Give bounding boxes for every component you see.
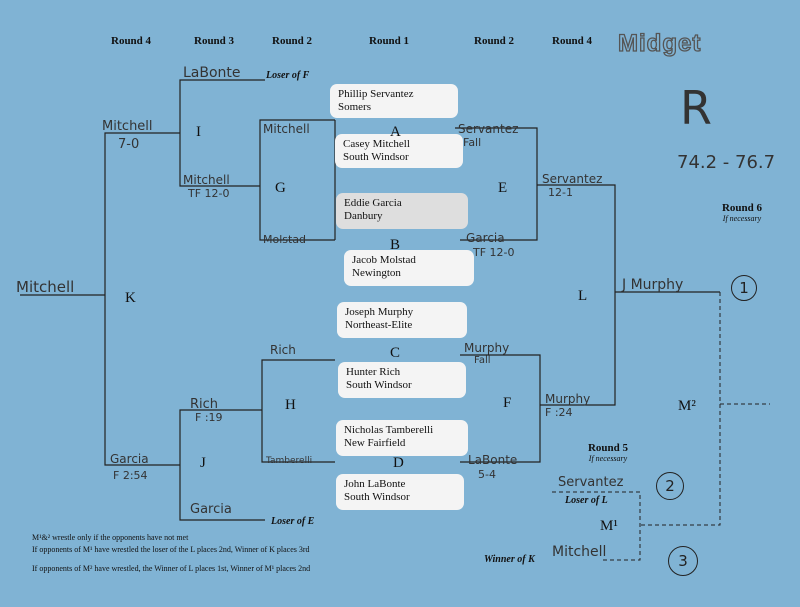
wrestler-team: Somers: [338, 101, 371, 113]
round5-if-necessary: If necessary: [588, 454, 628, 463]
bout-letter-a: A: [390, 124, 401, 140]
wrestler-card: Phillip Servantez Somers: [330, 84, 458, 118]
header-round1: Round 1: [369, 35, 410, 47]
bout-letter-f: F: [503, 395, 512, 411]
handwritten-labonte-top: LaBonte: [183, 65, 241, 81]
handwritten-garcia-j: Garcia: [190, 502, 232, 517]
handwritten-tamberelli: Tamberelli: [266, 456, 313, 466]
round6-note: Round 6 If necessary: [712, 202, 772, 223]
bout-letter-j: J: [200, 455, 206, 471]
handwritten-murphy-l: J Murphy: [622, 277, 684, 293]
handwritten-servantez-r4-score: 12-1: [548, 186, 573, 199]
handwritten-servantez-r2: Servantez: [458, 122, 519, 136]
wrestler-name: Phillip Servantez: [338, 88, 414, 100]
handwritten-servantez-m1: Servantez: [558, 475, 624, 490]
wrestler-name: John LaBonte: [344, 478, 406, 490]
handwritten-garcia-r2: Garcia: [466, 231, 505, 245]
handwritten-labonte-r2-score: 5-4: [478, 468, 496, 481]
handwritten-garcia-r4: Garcia: [110, 452, 149, 466]
header-round3: Round 3: [194, 35, 235, 47]
winner-of-k-label: Winner of K: [484, 554, 535, 565]
handwritten-murphy-r2: Murphy: [464, 341, 510, 355]
handwritten-servantez-r2-score: Fall: [463, 136, 482, 149]
handwritten-murphy-r4: Murphy: [545, 392, 591, 406]
bout-letter-i: I: [196, 124, 201, 140]
handwritten-weight-code: R: [680, 81, 712, 135]
loser-of-e-label: Loser of E: [271, 516, 315, 527]
round5-title: Round 5: [587, 442, 629, 454]
bout-letter-b: B: [390, 237, 401, 253]
handwritten-labonte-r2: LaBonte: [468, 453, 518, 467]
handwritten-rich-r3: Rich: [190, 397, 219, 412]
footnote-1: M¹&² wrestle only if the opponents have …: [32, 533, 189, 542]
round5-note: Round 5 If necessary: [580, 442, 636, 463]
wrestler-team: Northeast-Elite: [345, 319, 413, 331]
wrestler-card: Jacob Molstad Newington: [344, 250, 474, 286]
bout-letter-e: E: [498, 180, 508, 196]
handwritten-garcia-r4-score: F 2:54: [113, 469, 148, 482]
wrestler-name: Casey Mitchell: [343, 138, 410, 150]
wrestler-card: Casey Mitchell South Windsor: [335, 134, 463, 168]
wrestler-name: Nicholas Tamberelli: [344, 424, 434, 436]
wrestler-team: South Windsor: [343, 151, 409, 163]
footnote-2: If opponents of M¹ have wrestled the los…: [32, 545, 310, 554]
wrestler-name: Joseph Murphy: [345, 306, 414, 318]
wrestler-card: Hunter Rich South Windsor: [338, 362, 466, 398]
handwritten-mitchell-g: Mitchell: [263, 122, 310, 136]
header-round4-right: Round 4: [552, 35, 593, 47]
bout-letter-c: C: [390, 345, 401, 361]
wrestler-name: Jacob Molstad: [352, 254, 416, 266]
wrestler-card: Joseph Murphy Northeast-Elite: [337, 302, 467, 338]
handwritten-weight-range: 74.2 - 76.7: [677, 152, 776, 173]
handwritten-servantez-r4: Servantez: [542, 172, 603, 186]
loser-of-f-label: Loser of F: [266, 70, 310, 81]
bout-letter-h: H: [285, 397, 296, 413]
handwritten-champion: Mitchell: [16, 278, 75, 296]
place-2-circle: 2: [656, 472, 684, 500]
handwritten-mitchell-r3: Mitchell: [183, 173, 230, 187]
round6-if-necessary: If necessary: [722, 214, 762, 223]
wrestler-team: Newington: [352, 267, 401, 279]
handwritten-mitchell-m1: Mitchell: [552, 544, 607, 560]
handwritten-molstad: Molstad: [263, 233, 307, 246]
handwritten-rich-r3-score: F :19: [195, 411, 223, 424]
wrestler-team: Danbury: [344, 210, 383, 222]
bout-letter-l: L: [578, 288, 588, 304]
wrestler-card: Nicholas Tamberelli New Fairfield: [336, 420, 468, 456]
wrestler-team: South Windsor: [344, 491, 410, 503]
round6-title: Round 6: [721, 202, 763, 214]
bout-letter-g: G: [275, 180, 286, 196]
wrestler-card: Eddie Garcia Danbury: [336, 193, 468, 229]
header-round4-left: Round 4: [111, 35, 152, 47]
wrestler-name: Eddie Garcia: [344, 197, 402, 209]
bout-letter-d: D: [393, 455, 404, 471]
weight-class-title: Midget: [617, 29, 702, 57]
header-round2-right: Round 2: [474, 35, 515, 47]
m2-label: M²: [678, 398, 696, 414]
loser-of-l-label: Loser of L: [565, 495, 608, 506]
place-3-circle: 3: [668, 546, 698, 576]
wrestler-team: New Fairfield: [344, 437, 406, 449]
handwritten-mitchell-r4: Mitchell: [102, 119, 153, 134]
wrestler-card: John LaBonte South Windsor: [336, 474, 464, 510]
handwritten-murphy-r2-score: Fall: [474, 355, 491, 366]
wrestler-name: Hunter Rich: [346, 366, 401, 378]
footnote-3: If opponents of M² have wrestled, the Wi…: [32, 564, 311, 573]
m1-label: M¹: [600, 518, 618, 534]
handwritten-garcia-r2-score: TF 12-0: [473, 246, 515, 259]
handwritten-mitchell-r3-score: TF 12-0: [188, 187, 230, 200]
wrestler-team: South Windsor: [346, 379, 412, 391]
handwritten-mitchell-r4-score: 7-0: [118, 137, 140, 152]
handwritten-rich-r2: Rich: [270, 343, 296, 357]
handwritten-murphy-r4-score: F :24: [545, 406, 573, 419]
header-round2-left: Round 2: [272, 35, 313, 47]
bout-letter-k: K: [125, 290, 136, 306]
place-1-circle: 1: [731, 275, 757, 301]
